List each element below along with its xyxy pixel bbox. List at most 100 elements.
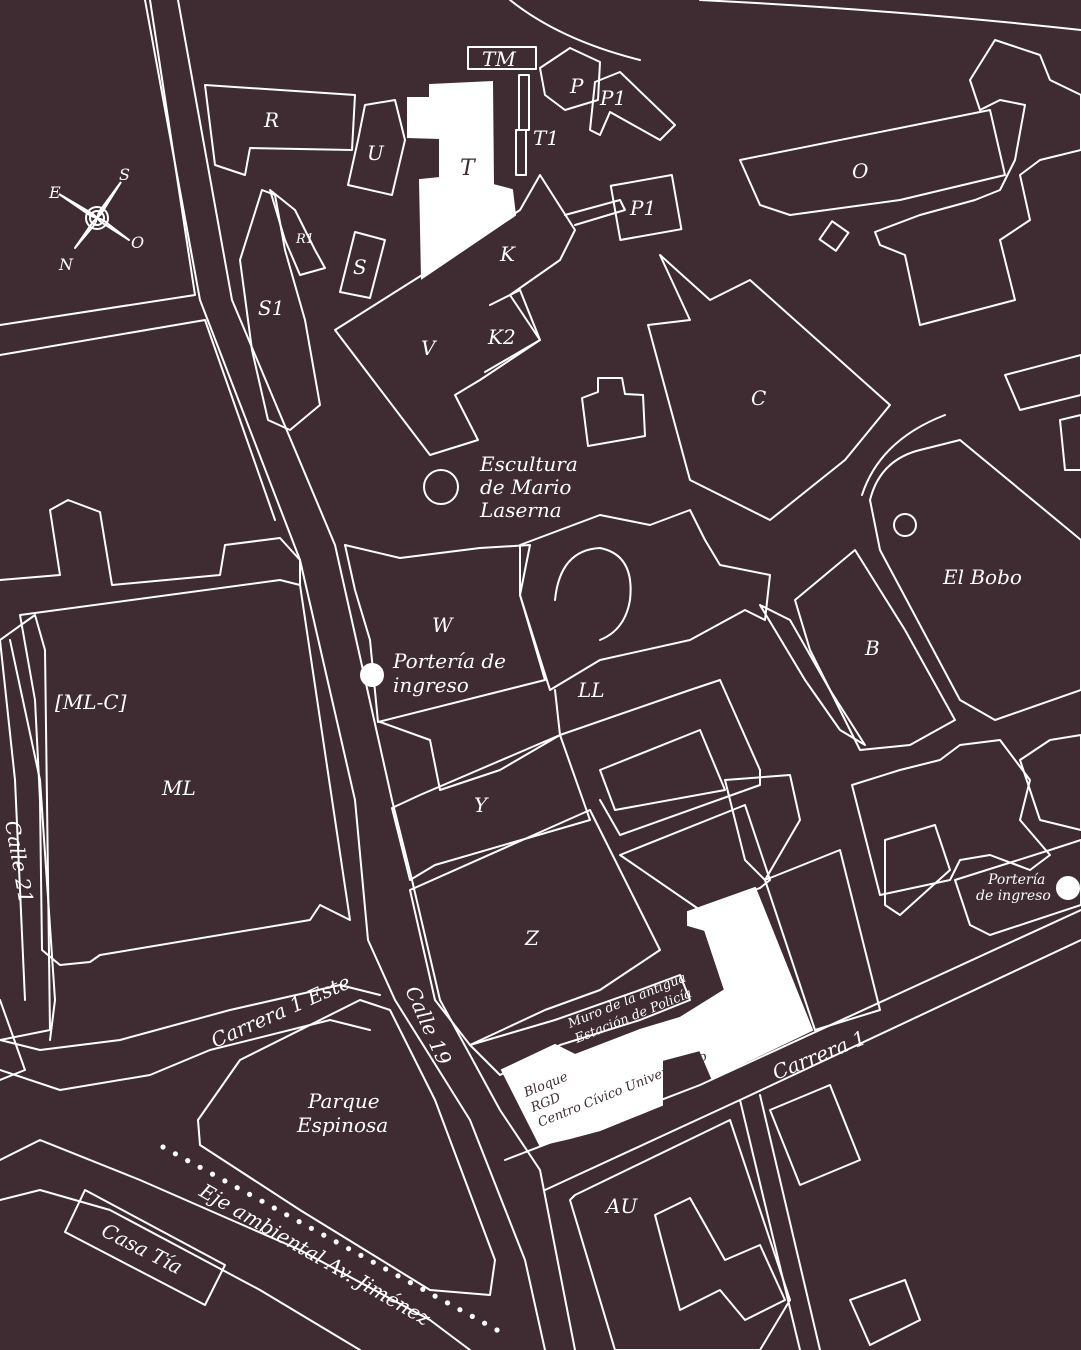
compass-n: N — [58, 255, 74, 274]
building-c[interactable] — [647, 254, 891, 521]
eje-dot — [395, 1273, 401, 1279]
eje-ambiental-dots — [160, 1144, 500, 1333]
building-p1-top[interactable] — [589, 71, 676, 141]
label-s: S — [353, 255, 367, 279]
road-top-curve — [699, 0, 1081, 31]
eje-dot — [271, 1205, 277, 1211]
road-calle-19-east-edge — [177, 0, 576, 1350]
building-r[interactable] — [204, 84, 356, 176]
building-au[interactable] — [569, 1119, 791, 1350]
building-rgd-shape[interactable] — [500, 886, 814, 1147]
eje-dot — [234, 1185, 240, 1191]
compass-e: E — [48, 183, 61, 202]
building-ll-arc — [554, 547, 632, 641]
building-porteria-right — [954, 839, 1081, 936]
road-top-curve-2 — [509, 0, 641, 61]
label-t1: T1 — [533, 126, 559, 150]
label-au: AU — [604, 1194, 638, 1218]
building-center-east-2 — [599, 729, 726, 811]
escultura-marker-icon[interactable] — [423, 469, 459, 505]
building-u[interactable] — [347, 99, 406, 196]
label-ml-c: [ML-C] — [55, 690, 127, 714]
building-b[interactable] — [794, 549, 956, 751]
eje-dot — [284, 1212, 290, 1218]
building-south-east-2 — [884, 824, 951, 916]
label-c: C — [751, 386, 766, 410]
road-au-east — [759, 1094, 821, 1350]
road-carrera-1-este-south — [0, 984, 381, 1051]
eje-dot — [383, 1266, 389, 1272]
building-o[interactable] — [739, 109, 1006, 216]
label-el-bobo: El Bobo — [942, 565, 1022, 589]
label-tm: TM — [482, 47, 516, 71]
point-markers — [360, 469, 1080, 900]
building-center-east — [559, 679, 761, 836]
road-eje-ambiental-north — [0, 1139, 471, 1350]
building-ll[interactable] — [519, 509, 771, 691]
label-porteria-main-2: ingreso — [393, 673, 469, 697]
label-ll: LL — [577, 678, 605, 702]
building-y[interactable] — [391, 734, 591, 881]
building-p[interactable] — [539, 47, 601, 111]
label-z: Z — [524, 926, 540, 950]
building-p1[interactable] — [609, 174, 683, 241]
label-k2: K2 — [487, 325, 516, 349]
label-parque-1: Parque — [307, 1089, 380, 1113]
eje-dot — [185, 1158, 191, 1164]
building-t1-b[interactable] — [515, 129, 527, 176]
eje-dot — [358, 1252, 364, 1258]
building-casa-tia[interactable] — [64, 1189, 226, 1306]
building-z[interactable] — [409, 809, 661, 1046]
label-b: B — [864, 636, 880, 660]
building-parque-espinosa[interactable] — [197, 999, 496, 1296]
road-au-west — [739, 1099, 801, 1350]
label-escultura-1: Escultura — [479, 452, 578, 476]
eje-dot — [160, 1144, 166, 1150]
label-k: K — [499, 242, 516, 266]
porteria-right-marker-icon[interactable] — [1056, 876, 1080, 900]
eje-dot — [197, 1164, 203, 1170]
label-r1: R1 — [295, 232, 314, 247]
building-far-east — [1019, 734, 1081, 831]
building-tm[interactable] — [467, 46, 537, 70]
label-p: P — [569, 74, 584, 98]
building-o-kiosk — [818, 220, 850, 252]
building-r1[interactable] — [269, 189, 326, 276]
building-east-block-2 — [724, 774, 801, 881]
label-v: V — [421, 336, 438, 360]
highlighted-buildings — [407, 80, 814, 1147]
label-w: W — [432, 613, 454, 637]
building-south-right — [769, 1084, 861, 1186]
building-outlines — [0, 39, 1081, 1350]
label-parque-2: Espinosa — [296, 1113, 388, 1137]
building-k-link — [564, 199, 626, 226]
eje-dot — [370, 1259, 376, 1265]
building-t-shape[interactable] — [407, 80, 517, 280]
building-z-south — [469, 974, 691, 1076]
building-s1[interactable] — [239, 189, 321, 431]
compass-s: S — [119, 165, 130, 184]
eje-dot — [222, 1178, 228, 1184]
building-west-left — [0, 999, 26, 1081]
label-r: R — [263, 108, 279, 132]
road-calle-19-west-edge — [144, 0, 546, 1350]
eje-dot — [308, 1225, 314, 1231]
building-el-bobo[interactable] — [869, 439, 1081, 721]
eje-dot — [407, 1280, 413, 1286]
eje-dot — [321, 1232, 327, 1238]
label-ml: ML — [161, 776, 196, 800]
label-escultura-2: de Mario — [480, 475, 571, 499]
label-u: U — [367, 141, 385, 165]
building-b-strip — [759, 604, 866, 746]
compass-rose-icon: E S O N — [48, 165, 144, 274]
label-p1: P1 — [629, 196, 656, 220]
eje-dot — [346, 1246, 352, 1252]
eje-dot — [296, 1219, 302, 1225]
eje-dot — [420, 1286, 426, 1292]
porteria-main-marker-icon[interactable] — [360, 663, 384, 687]
label-t: T — [460, 156, 477, 181]
road-left-block-2 — [0, 319, 276, 521]
building-s[interactable] — [339, 231, 386, 299]
eje-dot — [172, 1151, 178, 1157]
building-au-inner — [654, 1197, 786, 1321]
